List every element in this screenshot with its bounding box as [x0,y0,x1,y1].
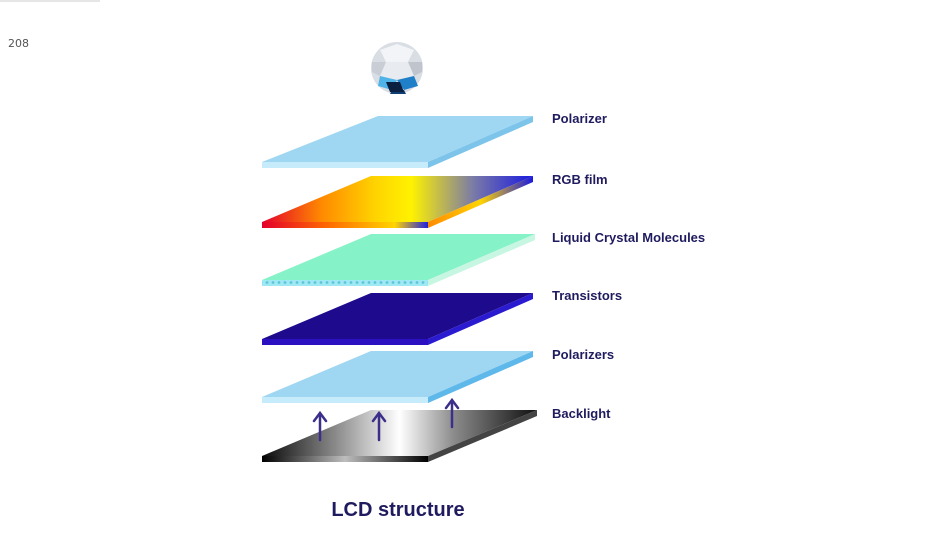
label-polarizers: Polarizers [552,347,614,362]
label-transistors: Transistors [552,288,622,303]
rgb-film-layer [262,176,533,228]
page-number: 208 [8,37,29,50]
backlight-layer [262,410,537,462]
globe-icon [371,42,423,94]
liquid-crystal-layer [262,234,535,286]
light-arrow-icon [312,410,328,442]
diagram-caption: LCD structure [331,499,464,521]
label-polarizer: Polarizer [552,111,607,126]
transistors-layer [262,293,533,345]
label-liquid-crystal: Liquid Crystal Molecules [552,230,705,245]
polarizers-bottom-layer [262,351,533,403]
label-rgb-film: RGB film [552,172,608,187]
light-arrow-icon [371,410,387,442]
top-divider [0,0,100,2]
light-arrow-icon [444,397,460,429]
label-backlight: Backlight [552,406,611,421]
polarizer-top-layer [262,116,533,168]
